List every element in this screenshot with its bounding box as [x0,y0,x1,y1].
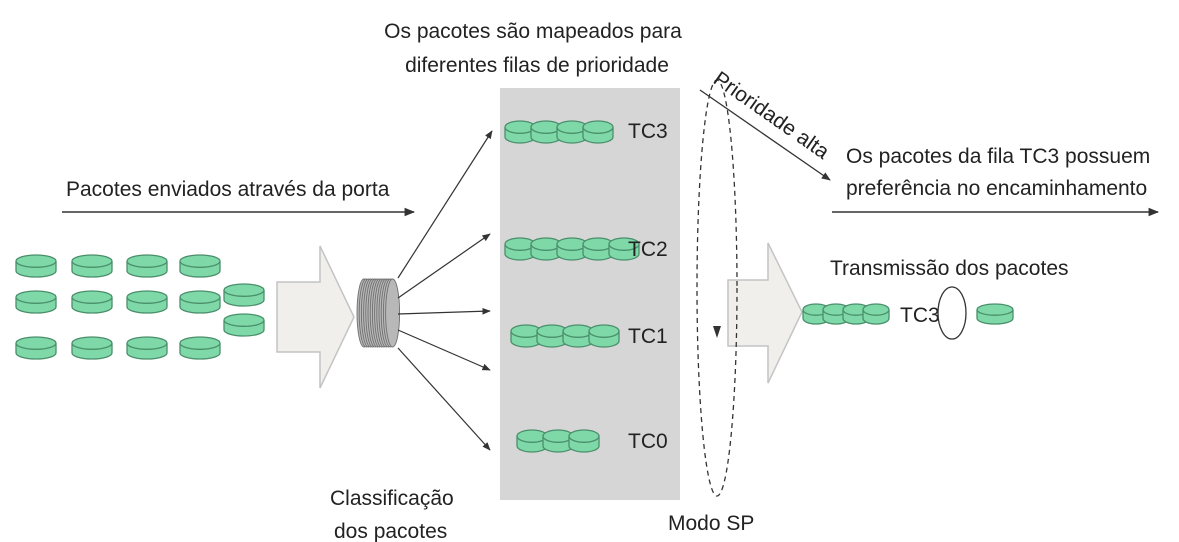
packet-icon [608,237,640,261]
packet-icon [71,336,113,360]
queue-tc1 [510,324,620,348]
packet-icon [862,303,890,325]
hollow-arrow-icon [276,245,355,389]
classifier-icon [356,278,401,348]
classification-arrow [397,329,491,371]
packet-icon [976,303,1014,325]
packet-icon [179,254,221,278]
classification-arrow [397,233,491,299]
output-queue-label: TC3 [900,304,940,327]
transmitted-packet [976,303,1014,325]
sp-scheduler-loop [696,79,738,497]
classification-arrow [397,347,491,451]
queue-label-tc2: TC2 [628,238,668,261]
packet-icon [179,290,221,314]
queue-label-tc1: TC1 [628,325,668,348]
packet-icon [588,324,620,348]
preference-label-line1: Os pacotes da fila TC3 possuem [846,145,1150,168]
queue-label-tc0: TC0 [628,430,668,453]
priority-queues: TC3 TC2 TC1 TC0 [504,120,668,453]
classifier-disk [385,278,401,348]
packet-icon [582,237,614,261]
hollow-arrow-icon [727,242,803,384]
transmission-label: Transmissão dos pacotes [830,257,1069,280]
packet-icon [516,429,548,453]
input-label: Pacotes enviados através da porta [66,178,390,201]
classification-arrow [397,307,491,315]
classification-arrow [397,130,493,279]
queue-tc2 [504,237,640,261]
high-priority-arrow [699,89,831,181]
packet-icon [542,429,574,453]
packet-icon [556,237,588,261]
classification-label-line1: Classificação [330,487,454,510]
mapping-label-line1: Os pacotes são mapeados para [384,20,682,43]
packet-icon [568,429,600,453]
packet-icon [223,283,265,307]
packet-icon [126,336,168,360]
packet-icon [126,254,168,278]
packet-icon [179,336,221,360]
sp-scheduler-arrowhead [713,326,721,338]
packet-icon [126,290,168,314]
queue-label-tc3: TC3 [628,120,668,143]
packet-icon [15,290,57,314]
classification-arrows [397,130,493,451]
packet-icon [582,120,614,144]
packet-icon [71,290,113,314]
ellipse-icon [937,286,967,340]
queue-tc3 [504,120,614,144]
output-queue [802,303,890,325]
packet-icon [15,336,57,360]
packet-icon [504,237,536,261]
preference-label-line2: preferência no encaminhamento [846,177,1147,200]
mapping-label-line2: diferentes filas de prioridade [405,54,669,77]
classification-label-line2: dos pacotes [334,520,447,542]
packet-icon [530,237,562,261]
packet-icon [223,313,265,337]
high-priority-label: Prioridade alta [709,67,833,164]
packet-icon [504,120,536,144]
packet-icon [15,254,57,278]
incoming-packets [15,254,265,360]
packet-icon [71,254,113,278]
sp-mode-label: Modo SP [668,512,754,535]
queue-tc0 [516,429,600,453]
